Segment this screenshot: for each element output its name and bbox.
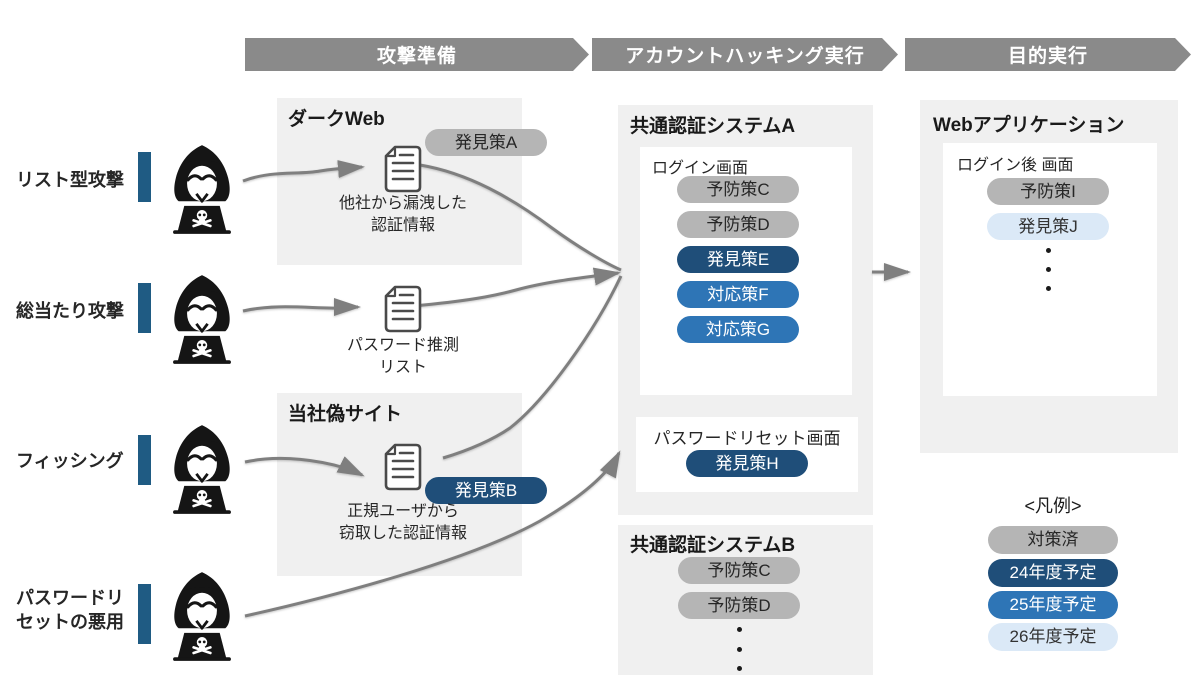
darkweb-caption: 他社から漏洩した 認証情報 [293,193,513,237]
webapp-title: Webアプリケーション [933,115,1125,136]
measure-pill-D2: 予防策D [678,592,800,619]
measure-pill-G: 対応策G [677,316,799,343]
dot [1046,286,1051,291]
attack-label-password-reset-abuse: パスワードリ セットの悪用 [16,586,124,634]
password-reset-screen-label: パスワードリセット画面 [653,429,841,448]
attack-label-text: パスワードリ [16,588,124,608]
attack-label-text: フィッシング [16,451,124,471]
measure-pill-H: 発見策H [686,450,808,477]
stage-header-label: アカウントハッキング実行 [625,46,865,67]
stage-header-label: 目的実行 [1007,46,1088,67]
dot [737,666,742,671]
accent-bar [138,584,151,644]
document-icon [383,285,423,333]
document-icon [383,443,423,491]
hacker-icon [160,423,244,519]
legend-pill-fy26: 26年度予定 [988,623,1118,651]
legend-pill-done: 対策済 [988,526,1118,554]
caption-line: 他社から漏洩した [338,195,467,212]
arrow-doc2-login [412,267,621,308]
arrow-hacker2-doc [242,298,361,317]
measure-pill-B: 発見策B [425,477,547,504]
dot [1046,248,1051,253]
auth-system-a-title: 共通認証システムA [630,116,796,137]
hacker-icon [160,143,244,239]
accent-bar [138,283,151,333]
dot [737,647,742,652]
measure-pill-C2: 予防策C [678,557,800,584]
attack-label-bruteforce: 総当たり攻撃 [16,299,124,323]
measure-pill-D: 予防策D [677,211,799,238]
post-login-screen-label: ログイン後 画面 [957,157,1074,174]
legend-title: <凡例> [1024,496,1082,516]
attack-label-text: セットの悪用 [16,612,124,632]
measure-pill-J: 発見策J [987,213,1109,240]
darkweb-title: ダークWeb [288,109,385,130]
legend-pill-fy25: 25年度予定 [988,591,1118,619]
login-screen-label: ログイン画面 [652,160,749,177]
attack-label-list: リスト型攻撃 [16,168,124,192]
attack-label-text: 総当たり攻撃 [16,301,124,321]
hacker-icon [160,273,244,369]
document-icon [383,145,423,193]
measure-pill-E: 発見策E [677,246,799,273]
stage-header-account-hacking: アカウントハッキング実行 [592,38,898,71]
caption-line: パスワード推測 [346,337,459,354]
accent-bar [138,152,151,202]
fakesite-title: 当社偽サイト [288,404,403,425]
measure-pill-C: 予防策C [677,176,799,203]
guess-list-caption: パスワード推測 リスト [293,335,513,379]
hacker-icon [160,570,244,666]
caption-line: 窃取した認証情報 [338,525,467,542]
dot [737,627,742,632]
caption-line: リスト [378,359,427,376]
caption-line: 正規ユーザから [347,503,459,520]
fakesite-caption: 正規ユーザから 窃取した認証情報 [293,501,513,545]
stage-header-attack-prep: 攻撃準備 [245,38,589,71]
auth-system-b-title: 共通認証システムB [630,535,796,556]
attack-label-text: リスト型攻撃 [16,170,124,190]
stage-header-label: 攻撃準備 [376,46,457,67]
legend-pill-fy24: 24年度予定 [988,559,1118,587]
caption-line: 認証情報 [370,217,435,234]
accent-bar [138,435,151,485]
measure-pill-A: 発見策A [425,129,547,156]
measure-pill-I: 予防策I [987,178,1109,205]
stage-header-objective: 目的実行 [905,38,1191,71]
measure-pill-F: 対応策F [677,281,799,308]
attack-label-phishing: フィッシング [16,449,124,473]
dot [1046,267,1051,272]
